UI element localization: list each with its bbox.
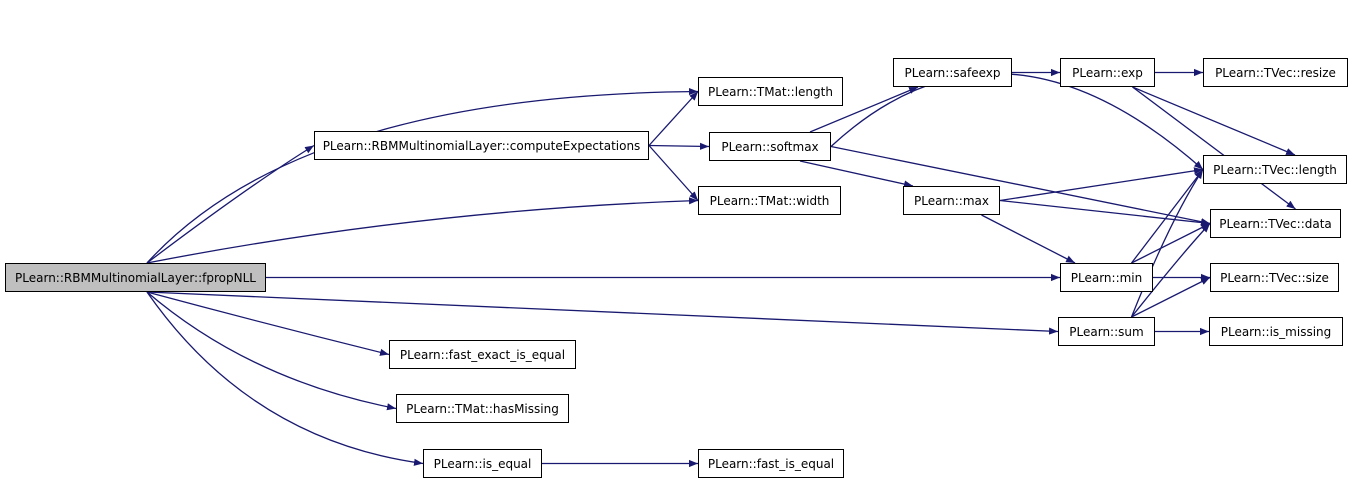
node-tmat-length[interactable]: PLearn::TMat::length [698, 77, 843, 106]
node-is-missing[interactable]: PLearn::is_missing [1209, 317, 1343, 346]
edge-fpropNLL-to-is_equal [146, 291, 424, 466]
node-tvec-data[interactable]: PLearn::TVec::data [1210, 209, 1341, 238]
edge-fpropNLL-to-tmat_length [146, 87, 699, 264]
node-fpropNLL[interactable]: PLearn::RBMMultinomialLayer::fpropNLL [5, 263, 266, 292]
edge-softmax-to-max [799, 160, 914, 188]
edge-min-to-tvec_length [1130, 169, 1204, 264]
node-sum[interactable]: PLearn::sum [1058, 317, 1155, 346]
node-tvec-size[interactable]: PLearn::TVec::size [1210, 263, 1339, 292]
node-softmax[interactable]: PLearn::softmax [709, 132, 831, 161]
edge-fpropNLL-to-tmat_hasMissing [146, 291, 397, 411]
node-max[interactable]: PLearn::max [903, 186, 1000, 215]
edge-min-to-tvec_data [1131, 222, 1211, 264]
edge-max-to-tvec_length [999, 167, 1204, 202]
edge-computeExpectations-to-tmat_width [648, 145, 699, 201]
edge-fpropNLL-to-fast_exact_is_equal [146, 291, 390, 356]
node-tvec-resize[interactable]: PLearn::TVec::resize [1203, 58, 1348, 87]
node-fast-exact-is-equal[interactable]: PLearn::fast_exact_is_equal [389, 340, 576, 369]
edge-softmax-to-safeexp [809, 86, 919, 133]
edge-sum-to-tvec_length [1130, 169, 1204, 318]
edge-softmax-to-tvec_length [830, 72, 1204, 170]
node-computeExpectations[interactable]: PLearn::RBMMultinomialLayer::computeExpe… [314, 131, 649, 160]
edge-max-to-min [981, 214, 1076, 264]
edge-fpropNLL-to-sum [146, 291, 1059, 335]
node-exp[interactable]: PLearn::exp [1060, 58, 1155, 87]
edge-fpropNLL-to-computeExpectations [146, 144, 315, 264]
node-is-equal[interactable]: PLearn::is_equal [423, 449, 542, 478]
node-tmat-width[interactable]: PLearn::TMat::width [698, 186, 841, 215]
node-fast-is-equal[interactable]: PLearn::fast_is_equal [698, 449, 844, 478]
edge-fpropNLL-to-tmat_width [146, 197, 699, 264]
node-tmat-hasMissing[interactable]: PLearn::TMat::hasMissing [396, 394, 569, 423]
edge-exp-to-tvec_length [1132, 86, 1296, 156]
edge-exp-to-tvec_data [1132, 86, 1296, 210]
node-safeexp[interactable]: PLearn::safeexp [893, 58, 1012, 87]
node-min[interactable]: PLearn::min [1060, 263, 1153, 292]
edge-sum-to-tvec_data [1130, 223, 1211, 318]
edge-computeExpectations-to-softmax [648, 142, 710, 150]
edge-computeExpectations-to-tmat_length [648, 91, 699, 146]
edge-softmax-to-tvec_data [830, 145, 1211, 226]
edge-sum-to-tvec_size [1131, 276, 1211, 318]
node-tvec-length[interactable]: PLearn::TVec::length [1203, 155, 1347, 184]
